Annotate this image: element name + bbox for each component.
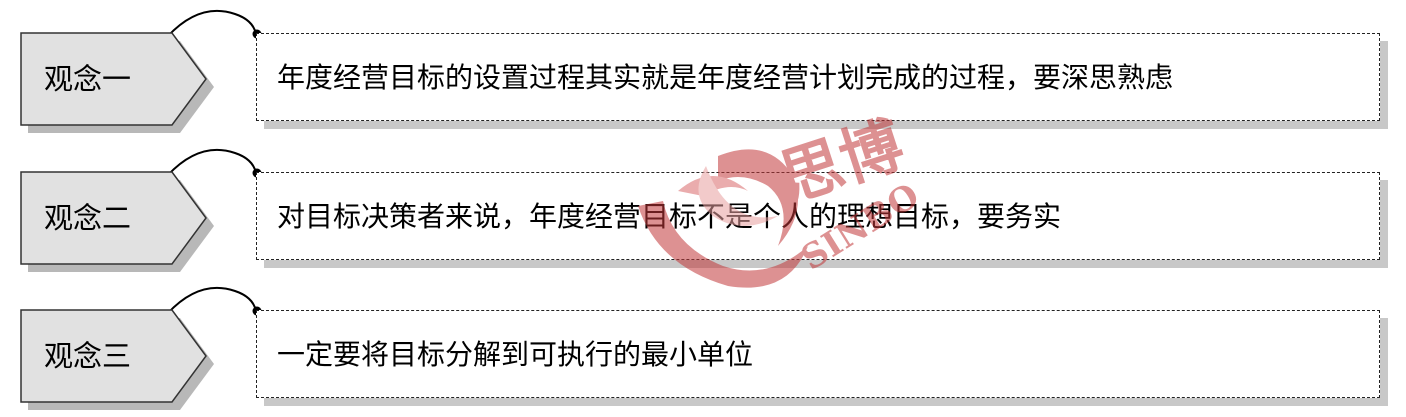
concept-box-1: 年度经营目标的设置过程其实就是年度经营计划完成的过程，要深思熟虑	[256, 33, 1380, 121]
concept-row-2: 观念二 对目标决策者来说，年度经营目标不是个人的理想目标，要务实	[0, 139, 1406, 279]
concept-box-3: 一定要将目标分解到可执行的最小单位	[256, 310, 1380, 398]
concept-label-2: 观念二	[44, 201, 132, 235]
concept-label-1: 观念一	[44, 62, 132, 96]
concept-text-2: 对目标决策者来说，年度经营目标不是个人的理想目标，要务实	[277, 200, 1062, 233]
concept-row-1: 观念一 年度经营目标的设置过程其实就是年度经营计划完成的过程，要深思熟虑	[0, 0, 1406, 140]
label-arrow-shape-1	[20, 32, 214, 133]
concept-text-3: 一定要将目标分解到可执行的最小单位	[277, 338, 754, 371]
concept-text-1: 年度经营目标的设置过程其实就是年度经营计划完成的过程，要深思熟虑	[277, 61, 1174, 94]
label-arrow-shape-3	[20, 309, 214, 410]
concept-label-3: 观念三	[44, 339, 132, 373]
label-arrow-shape-2	[20, 171, 214, 272]
concept-row-3: 观念三 一定要将目标分解到可执行的最小单位	[0, 277, 1406, 417]
concept-box-2: 对目标决策者来说，年度经营目标不是个人的理想目标，要务实	[256, 172, 1380, 260]
